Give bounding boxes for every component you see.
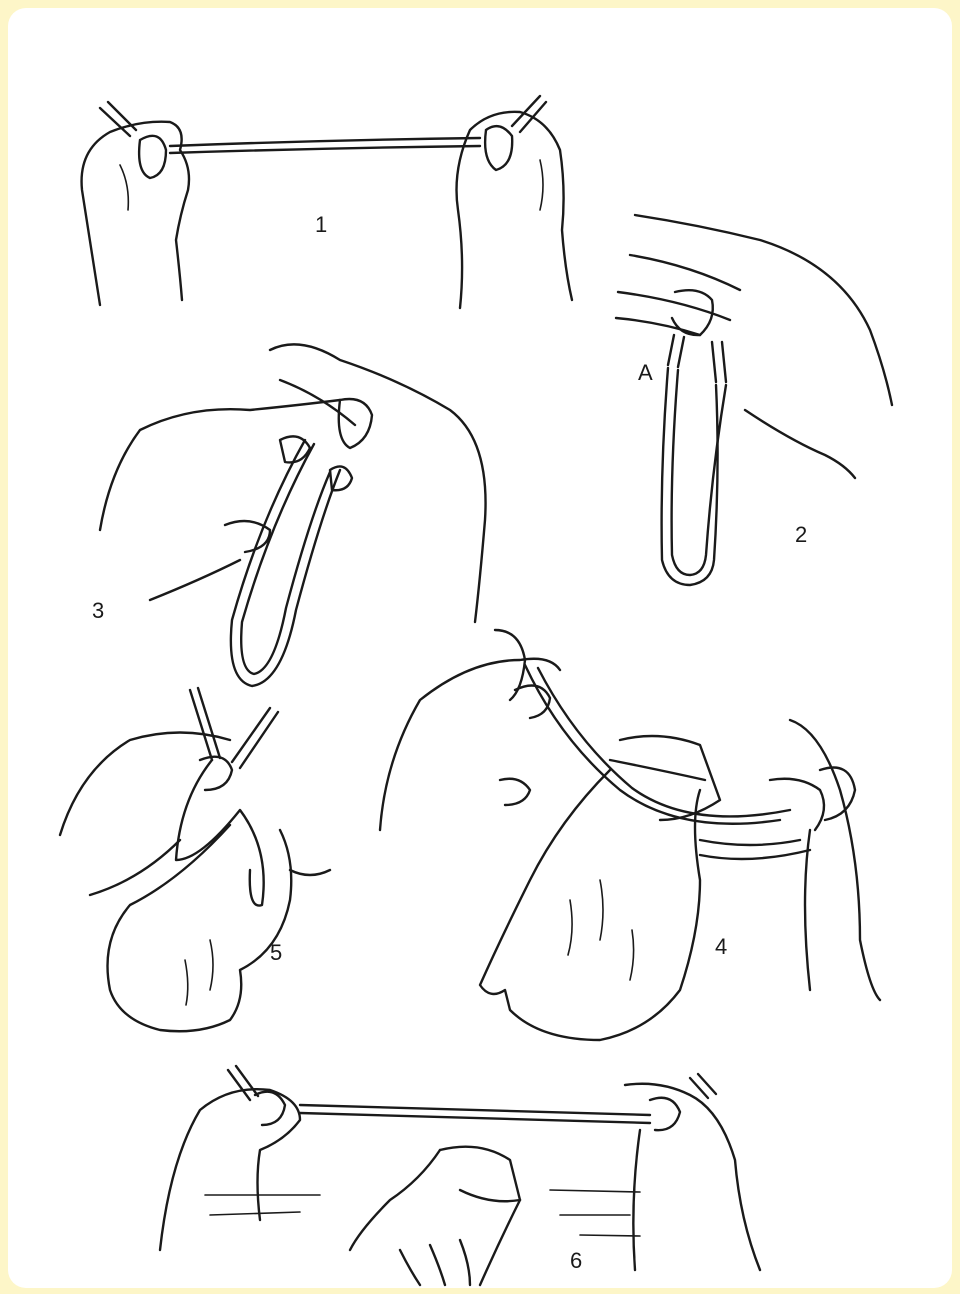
step-label-4: 4 — [715, 936, 727, 958]
step-label-6: 6 — [570, 1250, 582, 1272]
point-label-a: A — [638, 362, 653, 384]
panel-5-drawing — [60, 688, 330, 1031]
step-label-2: 2 — [795, 524, 807, 546]
panel-6-drawing — [160, 1066, 760, 1285]
panel-2-drawing — [616, 215, 892, 585]
step-label-1: 1 — [315, 214, 327, 236]
panel-3-drawing — [100, 344, 486, 686]
step-label-3: 3 — [92, 600, 104, 622]
step-label-5: 5 — [270, 942, 282, 964]
panel-1-drawing — [82, 96, 572, 308]
panel-4-drawing — [380, 630, 880, 1040]
